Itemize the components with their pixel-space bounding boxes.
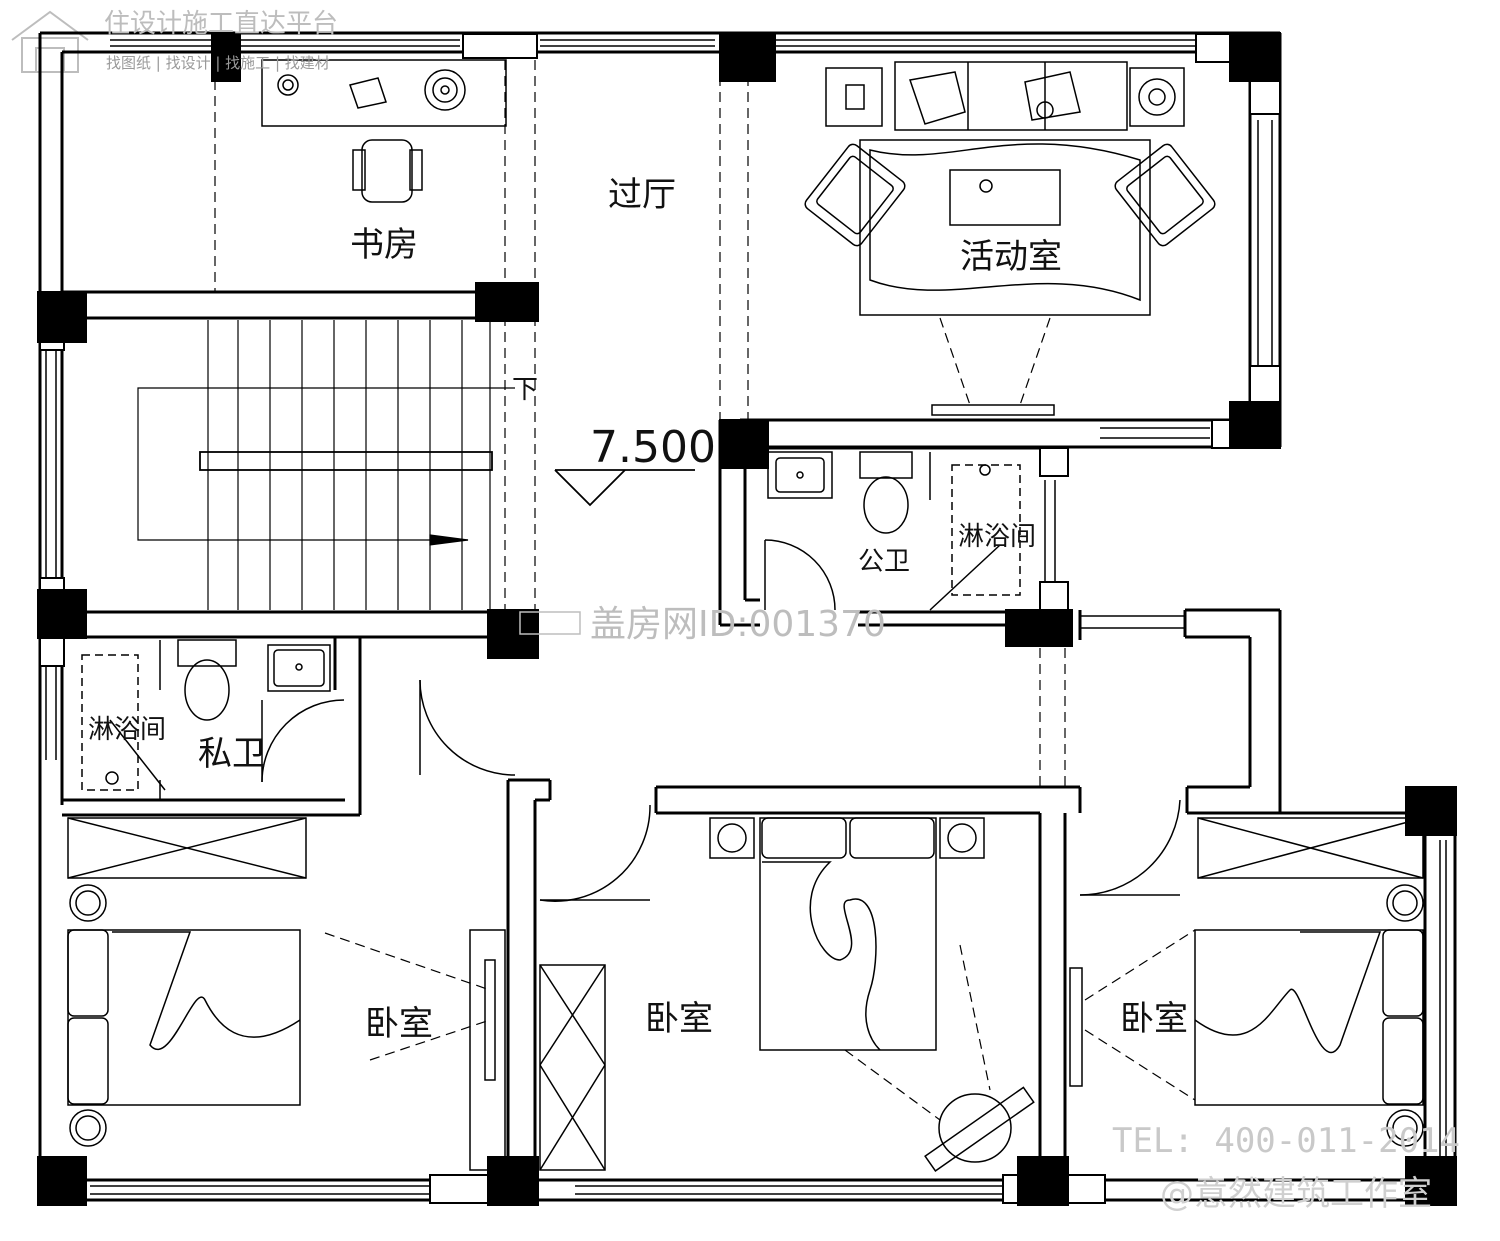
- watermark-center-id: 盖房网ID:001370: [590, 604, 886, 645]
- interior-walls: [62, 290, 1425, 1160]
- room-label-hall: 过厅: [608, 175, 676, 215]
- doors: [419, 679, 1181, 902]
- staircase: [137, 320, 515, 610]
- watermark-top-links: 找图纸 | 找设计 | 找施工 | 找建材: [106, 54, 330, 72]
- private-bath-fixtures: [81, 639, 345, 800]
- center-bedroom-furniture: [539, 817, 1035, 1173]
- watermark-phone: TEL: 400-011-2014: [1112, 1121, 1460, 1161]
- watermark-studio: @意然建筑工作室: [1160, 1174, 1432, 1214]
- room-label-bedroom-left: 卧室: [365, 1004, 433, 1044]
- columns: [37, 32, 1457, 1206]
- room-label-bedroom-center: 卧室: [645, 999, 713, 1039]
- watermark-top-title: 住设计施工直达平台: [104, 9, 338, 39]
- room-label-activity: 活动室: [960, 237, 1062, 277]
- watermark-logo-icon: [11, 10, 89, 73]
- stair-down-label: 下: [512, 375, 538, 405]
- elevation-marker: [554, 469, 695, 507]
- public-bath-fixtures: [764, 451, 1021, 611]
- left-bedroom-furniture: [67, 817, 506, 1171]
- room-label-public-bath: 公卫: [858, 547, 910, 577]
- windows: [45, 39, 1447, 1195]
- watermark-stamp: [519, 611, 581, 635]
- room-label-shower-b: 淋浴间: [88, 715, 166, 745]
- elevation-value: 7.500: [590, 422, 716, 473]
- room-label-shower-a: 淋浴间: [958, 522, 1036, 552]
- right-bedroom-furniture: [1069, 817, 1424, 1147]
- room-label-study: 书房: [350, 225, 418, 265]
- room-label-bedroom-right: 卧室: [1120, 999, 1188, 1039]
- study-furniture: [261, 59, 507, 203]
- activity-furniture: [804, 61, 1216, 416]
- room-label-private-bath: 私卫: [198, 734, 266, 774]
